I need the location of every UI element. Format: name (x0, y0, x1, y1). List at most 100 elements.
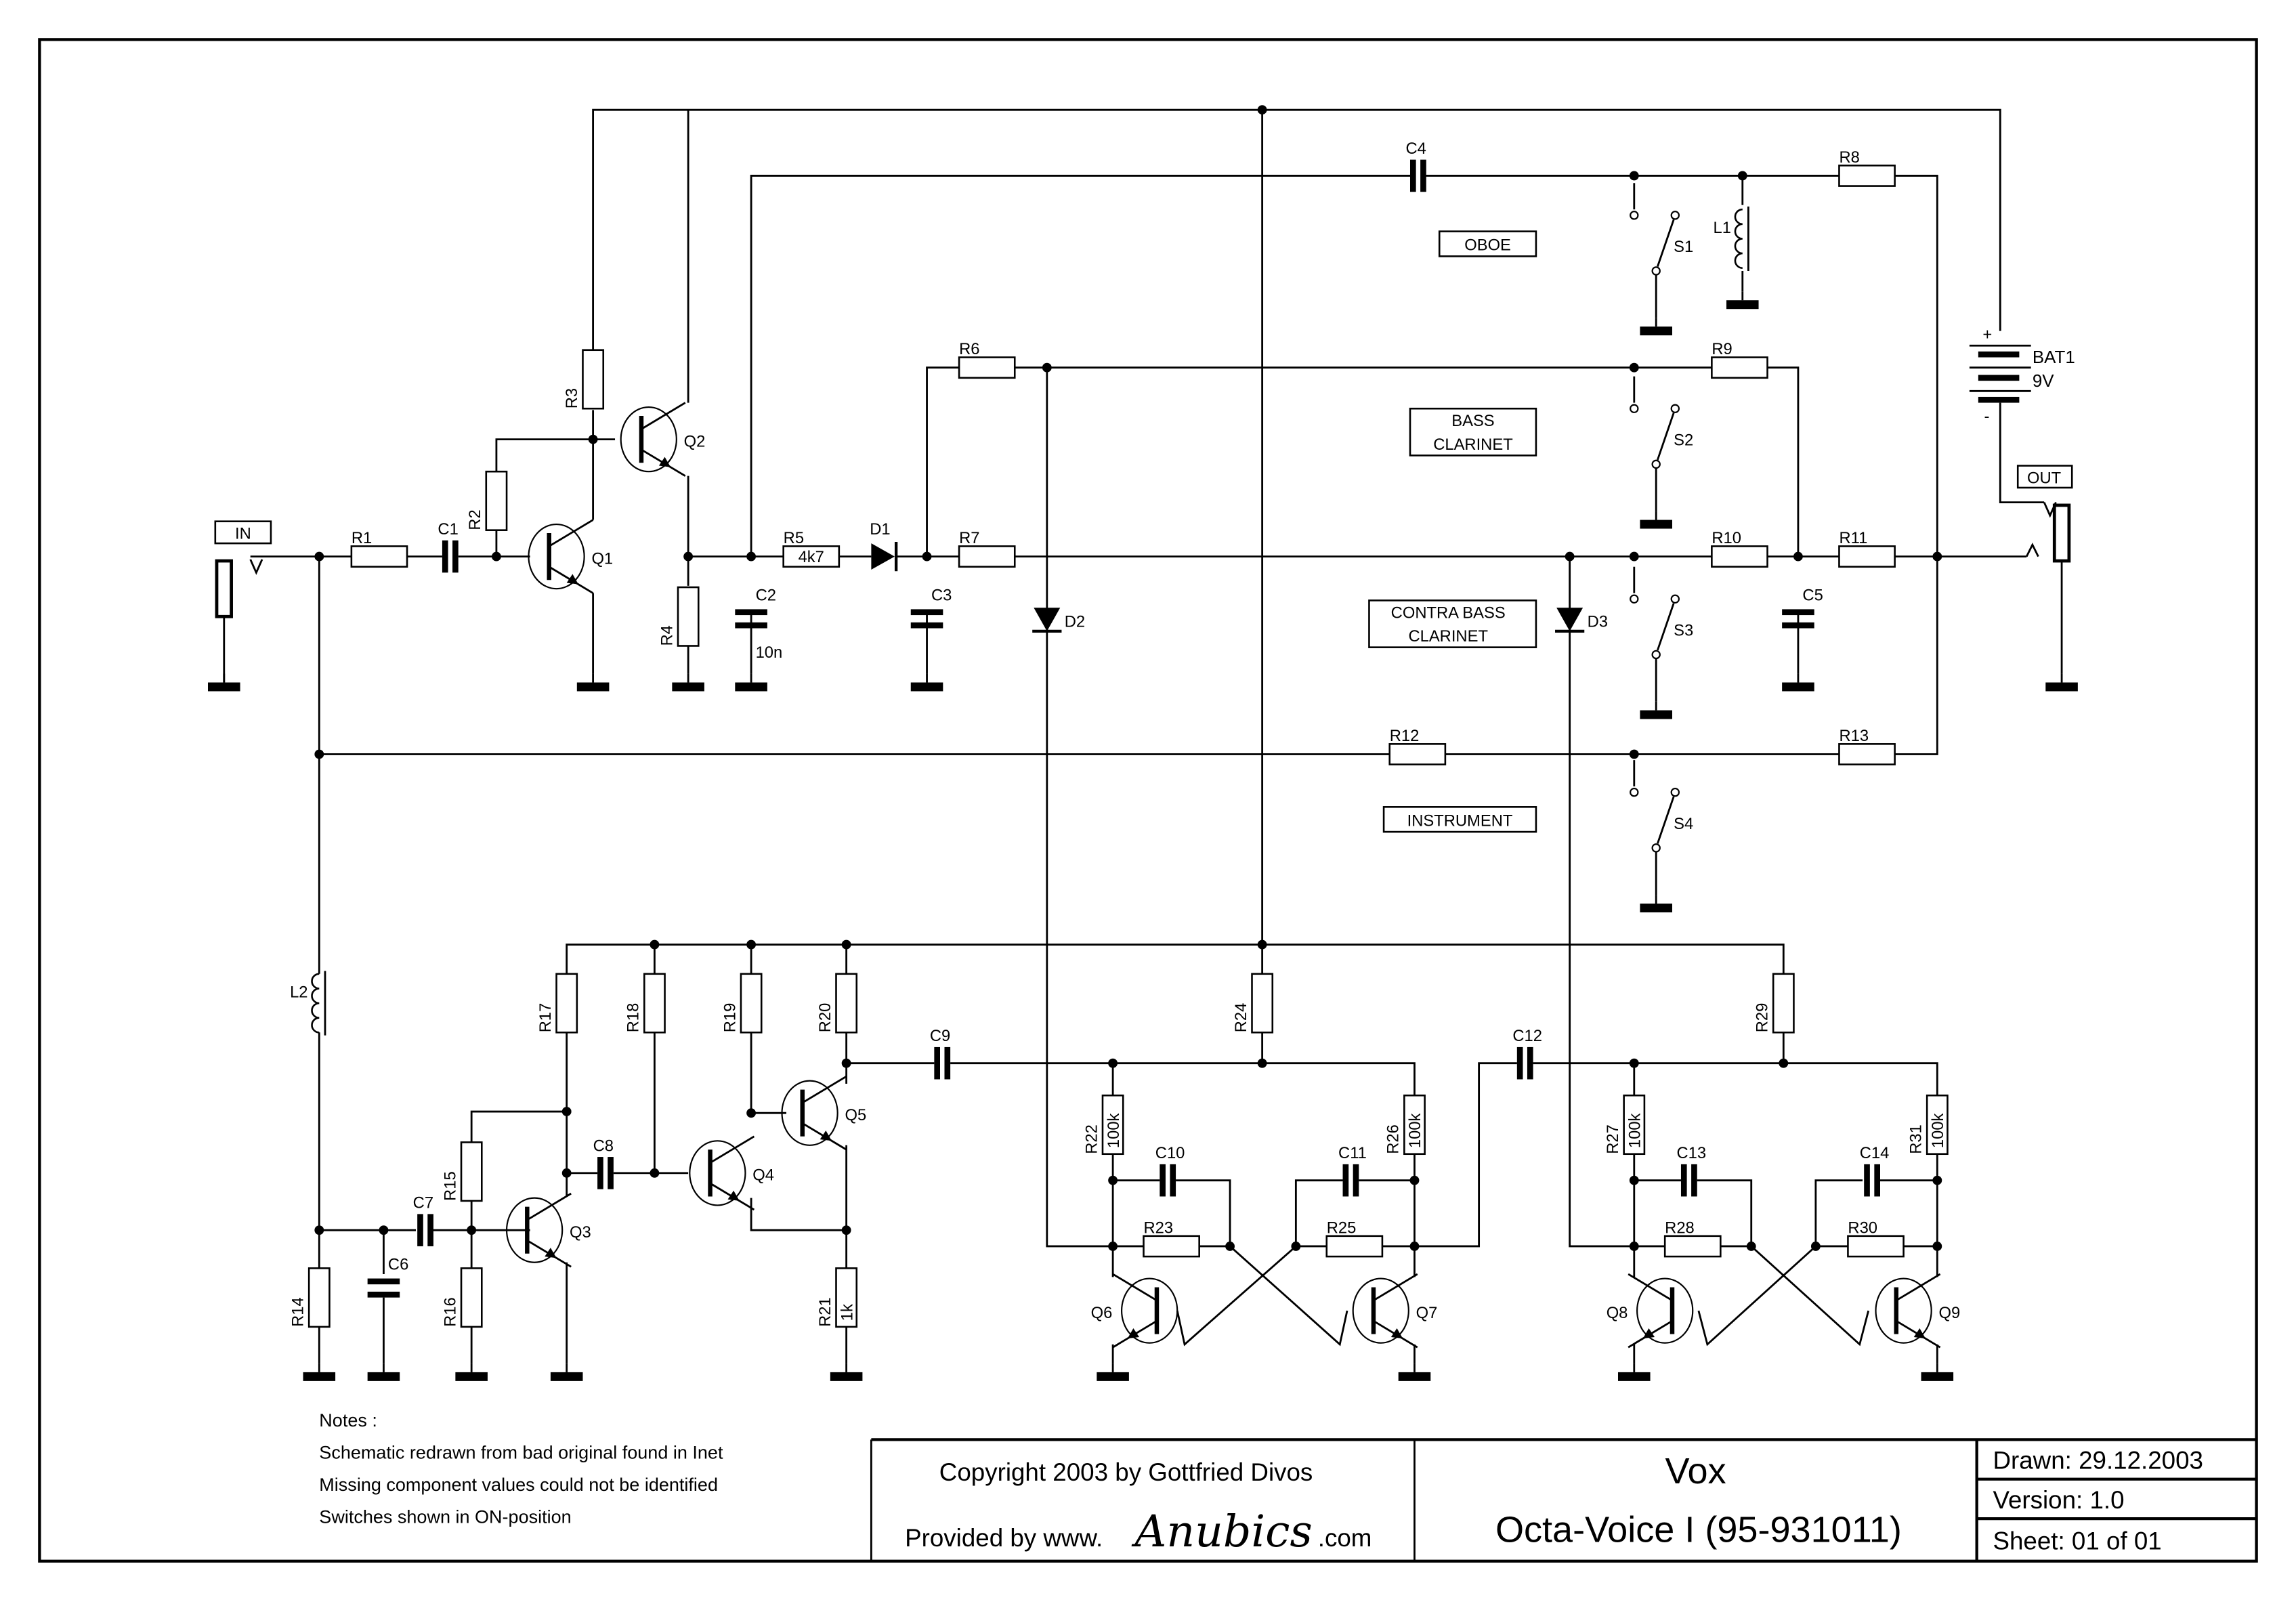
ground-symbol (1398, 1372, 1431, 1381)
resistor-ref: R16 (441, 1297, 459, 1327)
capacitor-plate (452, 540, 459, 573)
junction-dot (841, 1225, 851, 1235)
transistor-collector (1112, 1273, 1157, 1302)
transistor-collector (1373, 1273, 1418, 1302)
resistor-value: 4k7 (799, 548, 824, 566)
junction-dot (1629, 1058, 1639, 1068)
resistor-ref: R4 (658, 625, 676, 646)
capacitor-ref: C2 (756, 586, 776, 604)
junction-dot (746, 551, 757, 562)
ground-symbol (1640, 710, 1672, 719)
connector-in-label: IN (214, 520, 272, 545)
junction-dot (379, 1225, 389, 1235)
capacitor-value: 10n (756, 643, 783, 662)
transistor-q1 (528, 523, 585, 590)
wires (223, 108, 2063, 1363)
diode-ref: D3 (1588, 612, 1608, 631)
junction-dot (1793, 551, 1803, 562)
ground-symbol (303, 1372, 336, 1381)
junction-dot (841, 1058, 851, 1068)
resistor-r24 (1251, 973, 1274, 1034)
transistor-q4 (689, 1140, 746, 1206)
switch-lever (1657, 412, 1675, 461)
notes: Notes : Schematic redrawn from bad origi… (319, 1410, 723, 1527)
manufacturer-title: Vox (1665, 1451, 1726, 1491)
junction-dot (650, 1168, 660, 1178)
ground-symbol (550, 1372, 583, 1381)
ground-symbol (367, 1372, 400, 1381)
emitter-arrow (1127, 1328, 1140, 1339)
model-title: Octa-Voice I (95-931011) (1495, 1510, 1902, 1550)
resistor-ref: R15 (441, 1171, 459, 1201)
notes-line: Missing component values could not be id… (319, 1475, 718, 1495)
emitter-arrow (727, 1190, 740, 1201)
wire (1382, 1062, 1517, 1248)
transistor-q9 (1875, 1277, 1932, 1344)
resistor-r9 (1711, 356, 1768, 379)
capacitor-plate (367, 1291, 400, 1298)
emitter-arrow (1913, 1328, 1926, 1339)
transistor-collector (1628, 1273, 1673, 1302)
junction-dot (922, 551, 932, 562)
resistor-r4 (677, 586, 700, 647)
battery-ref: BAT1 (2033, 348, 2075, 367)
resistor-ref: R2 (466, 509, 484, 530)
wire (1697, 1245, 1816, 1347)
junction-dot (1108, 1242, 1118, 1251)
ground-symbol (1640, 520, 1672, 529)
drawn-date: Drawn: 29.12.2003 (1993, 1447, 2203, 1475)
resistor-r16 (460, 1267, 483, 1328)
switch-contact (1670, 211, 1680, 220)
resistor-value: 100k (1406, 1113, 1424, 1148)
junction-dot (1932, 1175, 1942, 1185)
jack-body (215, 559, 233, 618)
transistor-ref: Q9 (1938, 1304, 1960, 1322)
capacitor-ref: C12 (1512, 1027, 1542, 1045)
wire (566, 944, 1785, 974)
label-instrument-text: INSTRUMENT (1407, 811, 1513, 830)
resistor-r17 (555, 973, 578, 1034)
ground-symbol (208, 682, 240, 692)
transistor-collector (526, 1192, 572, 1221)
wire (1046, 367, 1113, 1248)
emitter-arrow (820, 1130, 832, 1141)
resistor-ref: R1 (352, 529, 372, 547)
junction-dot (1629, 362, 1639, 373)
in-jack-tip (249, 559, 263, 575)
capacitor-ref: C8 (593, 1137, 614, 1155)
diode-ref: D2 (1065, 612, 1085, 631)
resistor-ref: R17 (536, 1003, 555, 1033)
capacitor-plate (944, 1046, 951, 1080)
out-label-text: OUT (2027, 469, 2061, 487)
switch-s2 (1630, 404, 1639, 413)
capacitor-c11 (1342, 1164, 1349, 1197)
junction-dot (1737, 171, 1747, 181)
junction-dot (1108, 1175, 1118, 1185)
transistor-ref: Q1 (591, 549, 613, 568)
transistor-ref: Q7 (1416, 1304, 1438, 1322)
resistor-r14 (307, 1267, 331, 1328)
capacitor-c13 (1680, 1164, 1687, 1197)
resistor-r12 (1388, 743, 1447, 765)
capacitor-ref: C6 (388, 1256, 408, 1274)
switch-lever (1657, 219, 1675, 267)
capacitor-c6 (367, 1278, 400, 1285)
label-bass-text-1: BASS (1451, 412, 1494, 430)
wire (1697, 1179, 1753, 1246)
resistor-r18 (643, 973, 666, 1034)
capacitor-plate (1420, 159, 1426, 192)
junction-dot (1042, 362, 1052, 373)
ground-symbol (1097, 1372, 1129, 1381)
capacitor-c10 (1160, 1164, 1166, 1197)
wire (592, 108, 2001, 352)
resistor-ref: R22 (1082, 1124, 1101, 1154)
junction-dot (1629, 1175, 1639, 1185)
wire (1176, 1179, 1231, 1246)
transistor-q2 (620, 406, 677, 473)
transistor-q6 (1121, 1277, 1178, 1344)
resistor-r13 (1838, 743, 1896, 765)
junction-dot (1629, 171, 1639, 181)
resistor-value: 100k (1625, 1113, 1644, 1148)
resistor-ref: R24 (1232, 1003, 1250, 1033)
capacitor-ref: C13 (1676, 1144, 1706, 1162)
